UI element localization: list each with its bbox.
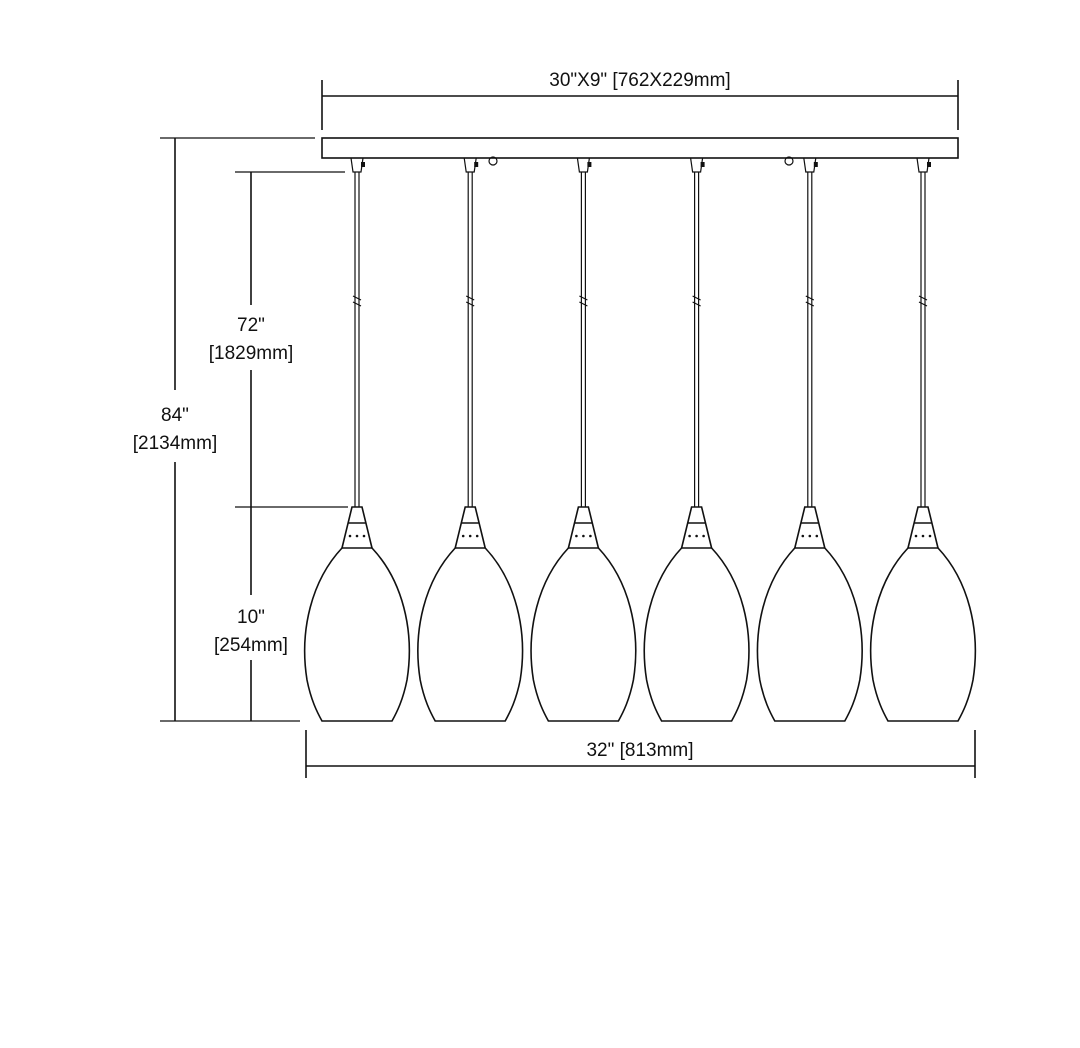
glass-shade — [643, 547, 750, 722]
cap-vent-dot — [815, 534, 819, 538]
overall-width-dimension: 32" [813mm] — [305, 730, 976, 778]
cap-vent-dot — [475, 534, 479, 538]
cap-vent-dot — [808, 534, 812, 538]
overall-height-metric: [2134mm] — [133, 433, 217, 454]
pendants — [303, 157, 977, 722]
cord-marker — [579, 295, 588, 307]
pendant — [530, 157, 637, 722]
canopy-width-label: 30"X9" [762X229mm] — [549, 70, 730, 91]
canopy-width-dimension: 30"X9" [762X229mm] — [321, 70, 959, 130]
cord-marker — [692, 295, 701, 307]
canopy-screw — [488, 156, 498, 166]
set-screw — [700, 162, 705, 167]
shade-cap — [340, 506, 374, 549]
cord-marker — [352, 295, 362, 307]
glass-shade — [756, 547, 863, 722]
set-screw — [474, 162, 479, 167]
shade-cap — [454, 506, 487, 549]
pendant — [756, 157, 863, 722]
cap-vent-dot — [582, 534, 585, 538]
cap-vent-dot — [355, 534, 359, 538]
cord-marker — [805, 295, 815, 307]
cap-vent-dot — [575, 534, 578, 538]
pendant — [643, 157, 750, 722]
cap-vent-dot — [914, 534, 918, 538]
cord-marker — [465, 295, 475, 307]
set-screw — [813, 162, 818, 167]
set-screw — [587, 162, 592, 167]
cap-vent-dot — [348, 534, 352, 538]
shade-height-imperial: 10" — [237, 607, 265, 628]
set-screw — [361, 162, 365, 167]
set-screw — [927, 162, 931, 167]
overall-height-dimension: 84" [2134mm] — [133, 137, 315, 722]
cord-length-dimension: 72" [1829mm] 10" [254mm] — [209, 171, 348, 721]
pendant — [303, 157, 411, 722]
glass-shade — [417, 547, 524, 722]
shade-cap — [793, 506, 826, 549]
canopy — [321, 137, 959, 159]
cap-vent-dot — [695, 534, 698, 538]
cap-vent-dot — [702, 534, 705, 538]
shade-cap — [906, 506, 940, 549]
cap-vent-dot — [688, 534, 691, 538]
cap-vent-dot — [589, 534, 592, 538]
shade-height-metric: [254mm] — [214, 635, 288, 656]
overall-width-label: 32" [813mm] — [586, 740, 693, 761]
shade-cap — [567, 506, 600, 549]
canopy-screw — [784, 156, 794, 166]
pendant — [417, 157, 524, 722]
glass-shade — [303, 547, 411, 722]
pendant — [869, 157, 977, 722]
cap-vent-dot — [461, 534, 465, 538]
shade-cap — [680, 506, 713, 549]
cap-vent-dot — [468, 534, 472, 538]
cap-vent-dot — [801, 534, 805, 538]
cord-length-metric: [1829mm] — [209, 343, 293, 364]
cap-vent-dot — [928, 534, 932, 538]
cap-vent-dot — [921, 534, 925, 538]
glass-shade — [869, 547, 977, 722]
cord-marker — [918, 295, 928, 307]
overall-height-imperial: 84" — [161, 405, 189, 426]
cap-vent-dot — [362, 534, 366, 538]
cord-length-imperial: 72" — [237, 315, 265, 336]
glass-shade — [530, 547, 637, 722]
